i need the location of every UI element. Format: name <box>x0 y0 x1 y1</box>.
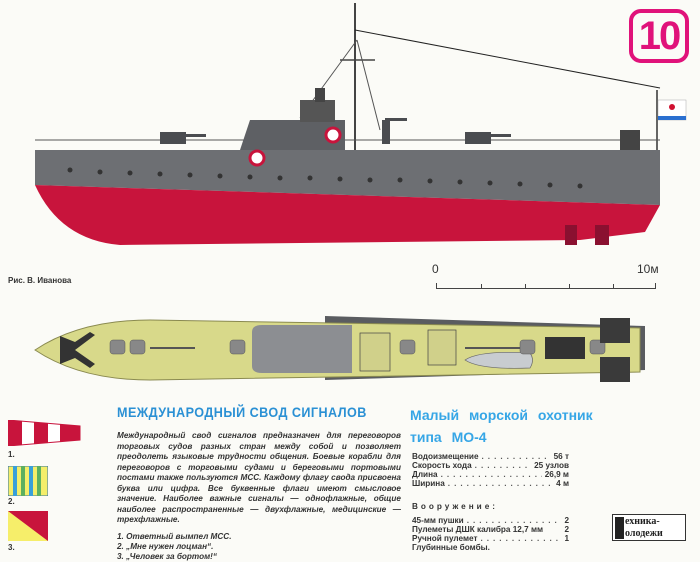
logo-line2: олодежи <box>625 528 663 539</box>
bridge <box>300 100 335 122</box>
logo-mark <box>615 517 624 539</box>
scale-bar <box>436 283 656 289</box>
armament-row: Пулеметы ДШК калибра 12,7 мм 2 <box>412 525 569 534</box>
armament-label: Глубинные бомбы. <box>412 543 490 552</box>
spec-label: Скорость хода <box>412 461 472 470</box>
hull-lower <box>35 185 660 245</box>
hull-upper <box>35 150 660 205</box>
signal-flag-2 <box>8 466 48 496</box>
machine-gun <box>382 118 407 144</box>
signals-title: МЕЖДУНАРОДНЫЙ СВОД СИГНАЛОВ <box>117 404 367 420</box>
illustration-credit: Рис. В. Иванова <box>8 276 72 285</box>
spec-value: 26,9 м <box>544 470 569 479</box>
armament-value: 2 <box>564 516 569 525</box>
antenna-wire <box>354 29 661 89</box>
scale-end-label: 10м <box>637 262 659 276</box>
superstructure <box>240 120 345 150</box>
ship-title-line2: типа МО-4 <box>410 429 487 445</box>
spec-label: Ширина <box>412 479 445 488</box>
gun-fore <box>160 132 206 144</box>
spec-row: Скорость хода...........25 узлов <box>412 461 569 470</box>
flag-label-1: 1. <box>8 450 15 459</box>
spec-value: 56 т <box>553 452 569 461</box>
signals-body-text: Международный свод сигналов предназначен… <box>117 431 401 524</box>
lifebuoy-icon <box>248 149 266 167</box>
signal-flag-1-pennant <box>8 420 81 446</box>
bow-fender <box>60 332 95 368</box>
depth-charge-rack <box>545 337 585 359</box>
signals-list: 1. Ответный вымпел МСС. 2. „Мне нужен ло… <box>117 532 401 562</box>
scale-start-label: 0 <box>432 262 439 276</box>
armament-value: 1 <box>564 534 569 543</box>
armament-label: Ручной пулемет <box>412 534 478 543</box>
signals-list-item: 3. „Человек за бортом!“ <box>117 551 217 561</box>
flag-label-3: 3. <box>8 543 15 552</box>
magazine-logo: ехника- олодежи <box>612 514 686 541</box>
boat <box>464 351 533 369</box>
spec-value: 25 узлов <box>534 461 569 470</box>
armament-label: 45-мм пушки <box>412 516 464 525</box>
ship-top-view <box>34 316 645 382</box>
spec-row: Водоизмещение...........56 т <box>412 452 569 461</box>
signals-list-item: 1. Ответный вымпел МСС. <box>117 531 232 541</box>
armament-title: Вооружение: <box>412 502 498 511</box>
logo-line1: ехника- <box>625 516 660 527</box>
naval-ensign-icon <box>657 99 687 121</box>
spec-row: Длина...........................26,9 м <box>412 470 569 479</box>
page-number-badge: 10 <box>629 9 689 63</box>
signals-text-column: Международный свод сигналов предназначен… <box>117 431 401 562</box>
lifebuoy-icon <box>324 126 342 144</box>
ship-side-view <box>35 3 687 245</box>
armament-row: 45-мм пушки...........................2 <box>412 516 569 525</box>
gun-aft <box>465 132 511 144</box>
spec-label: Водоизмещение <box>412 452 479 461</box>
flag-label-2: 2. <box>8 497 15 506</box>
signal-flag-3 <box>8 511 48 541</box>
spec-row: Ширина...........................4 м <box>412 479 569 488</box>
signals-list-item: 2. „Мне нужен лоцман“. <box>117 541 214 551</box>
depth-charges <box>620 130 640 150</box>
armament-label: Пулеметы ДШК калибра 12,7 мм <box>412 525 544 534</box>
armament-row: Глубинные бомбы. <box>412 543 569 552</box>
spec-value: 4 м <box>556 479 569 488</box>
ship-title: Малый морской охотник типа МО-4 <box>410 404 593 448</box>
armament-row: Ручной пулемет..........................… <box>412 534 569 543</box>
spec-label: Длина <box>412 470 438 479</box>
deckhouse-roof <box>252 325 352 373</box>
ship-title-line1: Малый морской охотник <box>410 407 593 423</box>
armament-value: 2 <box>564 525 569 534</box>
